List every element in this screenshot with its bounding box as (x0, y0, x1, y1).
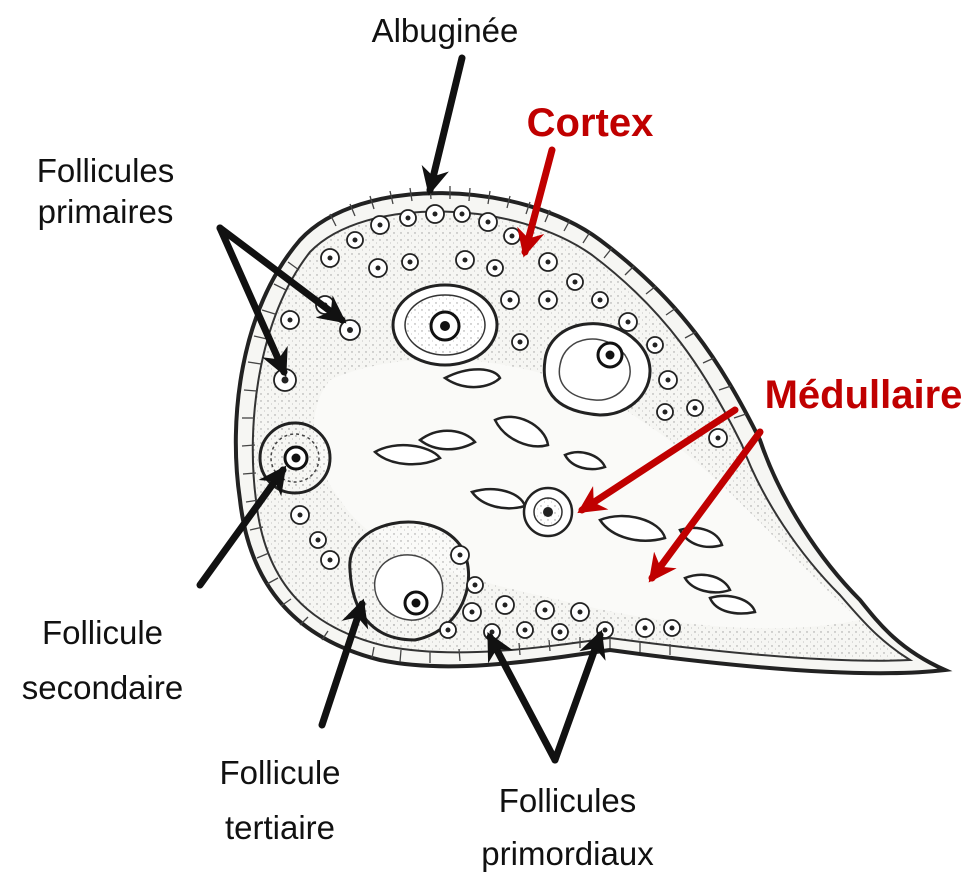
label-follicules-primaires: Follicules primaires (18, 150, 193, 232)
label-line: Follicule (10, 612, 195, 653)
label-line: secondaire (10, 667, 195, 708)
label-albuginee: Albuginée (360, 10, 530, 51)
label-line: primordiaux (470, 833, 665, 874)
medullary-follicle (524, 488, 572, 536)
label-line: Follicule (200, 752, 360, 793)
label-line: primaires (18, 191, 193, 232)
label-line: Follicules (470, 780, 665, 821)
label-follicules-primordiaux: Follicules primordiaux (470, 780, 665, 874)
label-follicule-tertiaire: Follicule tertiaire (200, 752, 360, 848)
arrow-albuginee (430, 58, 462, 190)
label-line: tertiaire (200, 807, 360, 848)
label-follicule-secondaire: Follicule secondaire (10, 612, 195, 708)
label-medullaire: Médullaire (756, 372, 971, 418)
follicle-right (544, 324, 650, 415)
label-line: Follicules (18, 150, 193, 191)
follicle-upper (393, 285, 497, 365)
label-cortex: Cortex (520, 100, 660, 146)
